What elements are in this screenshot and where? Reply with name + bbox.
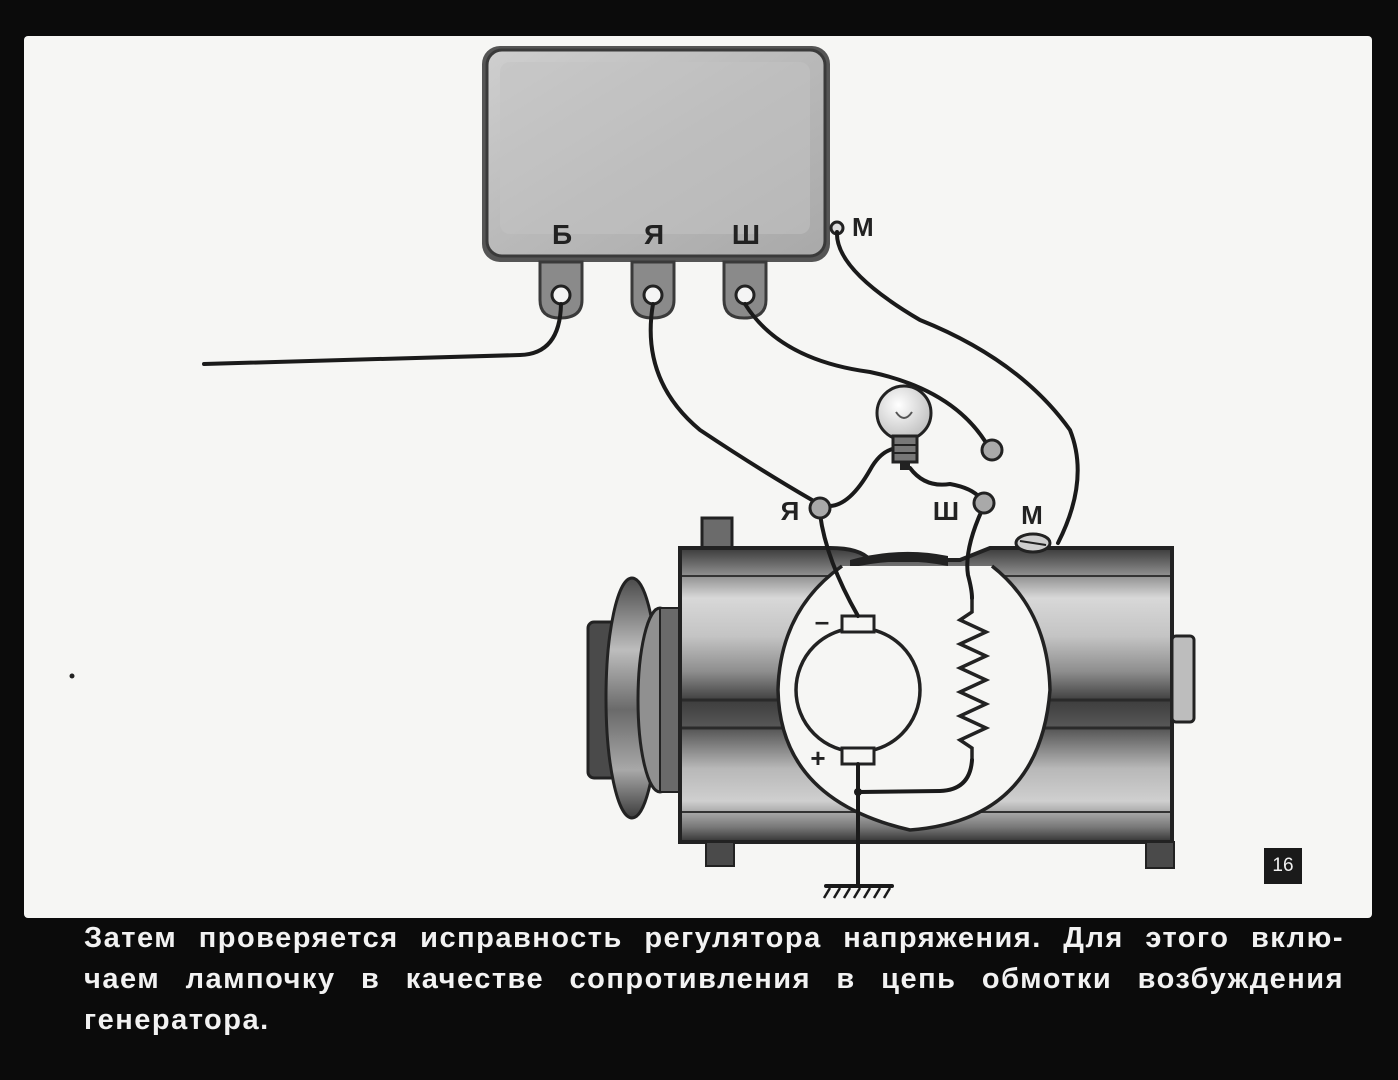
wire-ya-lamp: [828, 446, 902, 508]
brush-plus: [840, 746, 876, 766]
lamp-base: [891, 434, 919, 464]
wire-m: [834, 230, 1080, 545]
junction-dot: [854, 788, 862, 796]
wire-winding-ground: [858, 758, 974, 794]
caption-line-1: Затем проверяется исправность регулятора…: [84, 922, 1344, 954]
wire-sh-reg: [743, 302, 990, 448]
regulator-lug-b: [538, 260, 584, 320]
voltage-regulator: Б Я Ш М: [482, 46, 874, 320]
regulator-label-b: Б: [552, 219, 572, 250]
ground-symbol: [822, 887, 892, 899]
generator-label-m: М: [1021, 500, 1043, 530]
generator-label-sh: Ш: [933, 496, 959, 526]
wire-sh-winding: [965, 508, 984, 600]
wire-ya: [648, 302, 814, 502]
lamp-bulb: [875, 384, 933, 442]
generator-rear-boss: [1170, 634, 1196, 724]
generator-label-ya: Я: [781, 496, 800, 526]
wiring: [202, 230, 1080, 888]
test-point-ya: [808, 496, 832, 520]
slide-caption: Затем проверяется исправность регулятора…: [84, 918, 1344, 1048]
regulator-lug-ya: [630, 260, 676, 320]
page-number: 16: [1264, 848, 1302, 884]
caption-line-2: чаем лампочку в качестве сопротивления в…: [84, 963, 1344, 995]
generator-pulley: [586, 576, 689, 820]
pole-shoe: [850, 551, 948, 568]
armature: [794, 626, 922, 754]
regulator-label-sh: Ш: [732, 219, 760, 250]
polarity-minus: –: [815, 606, 829, 636]
test-point-sh-upper: [980, 438, 1004, 462]
test-lamp: [875, 384, 933, 470]
brush-minus: [840, 614, 876, 634]
regulator-label-m: М: [852, 212, 874, 242]
regulator-label-ya: Я: [644, 219, 664, 250]
film-speck: [69, 673, 75, 679]
test-point-sh: [972, 491, 996, 515]
regulator-lug-sh: [722, 260, 768, 320]
polarity-plus: +: [810, 743, 825, 773]
caption-line-3: генератора.: [84, 1004, 270, 1036]
wire-b: [202, 302, 563, 366]
wire-ya-brush: [818, 512, 860, 618]
generator: – +: [586, 516, 1196, 869]
wire-lamp-sh: [908, 466, 982, 500]
field-winding: [955, 598, 991, 760]
